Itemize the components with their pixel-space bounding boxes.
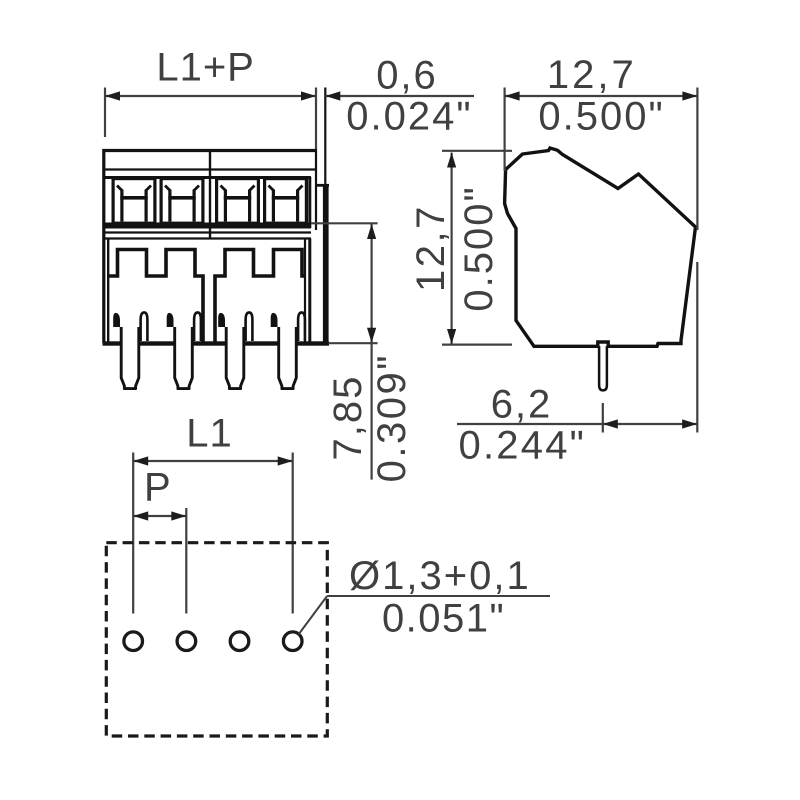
- svg-text:0.244": 0.244": [459, 424, 587, 468]
- svg-text:0.051": 0.051": [382, 597, 505, 641]
- svg-text:12,7: 12,7: [409, 204, 453, 292]
- svg-text:0.024": 0.024": [346, 95, 472, 139]
- svg-text:0.500": 0.500": [538, 95, 664, 139]
- svg-text:L1+P: L1+P: [156, 46, 255, 90]
- svg-text:6,2: 6,2: [491, 383, 553, 427]
- svg-text:0.309": 0.309": [370, 353, 414, 482]
- svg-text:Ø1,3+0,1: Ø1,3+0,1: [349, 554, 531, 598]
- svg-text:0.500": 0.500": [457, 185, 501, 311]
- svg-text:7,85: 7,85: [326, 375, 370, 461]
- svg-text:L1: L1: [186, 412, 233, 456]
- svg-text:0,6: 0,6: [376, 54, 438, 98]
- svg-text:P: P: [144, 466, 171, 510]
- svg-text:12,7: 12,7: [547, 53, 637, 97]
